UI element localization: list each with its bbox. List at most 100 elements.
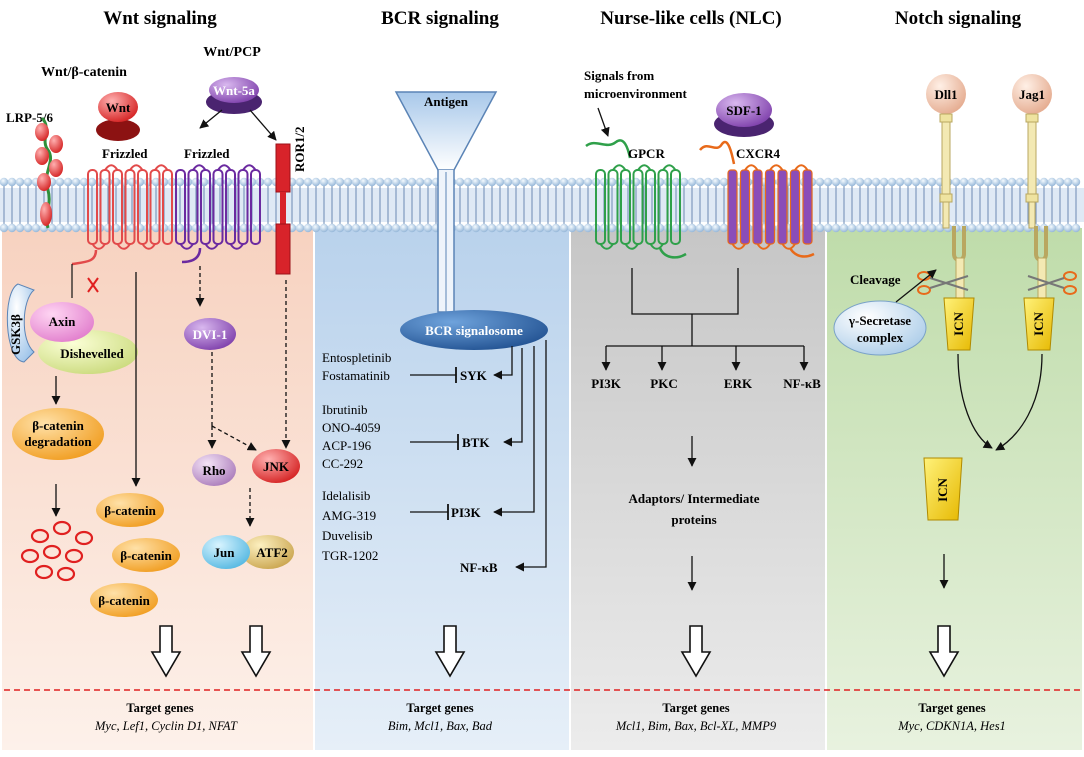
destruction-complex: [6, 283, 138, 374]
btk-drug-4: CC-292: [322, 456, 363, 471]
svg-text:complex: complex: [857, 330, 904, 345]
header-nlc: Nurse-like cells (NLC): [600, 8, 782, 29]
rho: Rho: [192, 454, 236, 486]
gpcr-receptor: [595, 164, 681, 250]
cxcr4-receptor: [727, 164, 813, 250]
gsk-label: GSK3β: [8, 314, 23, 355]
atf2: ATF2: [242, 535, 294, 569]
svg-text:JNK: JNK: [263, 459, 290, 474]
svg-text:ATF2: ATF2: [256, 545, 288, 560]
beta-catenin-1: β-catenin: [96, 493, 164, 527]
header-bcr: BCR signaling: [381, 8, 499, 29]
pi3k-drug-1: Idelalisib: [322, 488, 370, 503]
antigen-label: Antigen: [424, 94, 469, 109]
ror-receptor: [275, 143, 291, 275]
wnt5a-ligand: Wnt-5a: [206, 77, 262, 114]
nfkb-label-bcr: NF-κB: [460, 560, 498, 575]
erk-label: ERK: [724, 376, 753, 391]
syk-label: SYK: [460, 368, 488, 383]
dishevelled-label: Dishevelled: [60, 346, 124, 361]
syk-drug-2: Fostamatinib: [322, 368, 390, 383]
svg-text:Wnt: Wnt: [106, 100, 131, 115]
beta-catenin-degradation: β-catenin degradation: [12, 408, 104, 460]
inhibition-x-icon: [87, 277, 99, 293]
btk-drug-1: Ibrutinib: [322, 402, 368, 417]
adaptors-label-1: Adaptors/ Intermediate: [628, 491, 759, 506]
svg-text:Dll1: Dll1: [934, 87, 957, 102]
svg-text:DVI-1: DVI-1: [193, 327, 228, 342]
lrp-label: LRP-5/6: [6, 110, 53, 125]
pi3k-drug-3: Duvelisib: [322, 528, 373, 543]
icn-2: ICN: [1023, 297, 1055, 351]
icn-3: ICN: [923, 457, 963, 521]
wnt-pcp-title: Wnt/PCP: [203, 45, 261, 60]
gamma-secretase-complex: γ-Secretase complex: [833, 300, 927, 356]
btk-label: BTK: [462, 435, 490, 450]
jun: Jun: [202, 535, 250, 569]
pkc-label: PKC: [650, 376, 677, 391]
btk-drug-3: ACP-196: [322, 438, 372, 453]
wnt-target-list: Myc, Lef1, Cyclin D1, NFAT: [94, 719, 238, 733]
frizzled-label-1: Frizzled: [102, 146, 148, 161]
svg-text:β-catenin: β-catenin: [98, 593, 150, 608]
beta-catenin-3: β-catenin: [90, 583, 158, 617]
notch-target-title: Target genes: [918, 701, 985, 715]
header-notch: Notch signaling: [895, 8, 1022, 29]
bcr-target-list: Bim, Mcl1, Bax, Bad: [388, 719, 493, 733]
svg-text:degradation: degradation: [24, 434, 92, 449]
nlc-target-title: Target genes: [662, 701, 729, 715]
signals-label-1: Signals from: [584, 68, 654, 83]
svg-text:ICN: ICN: [951, 311, 966, 335]
svg-text:ICN: ICN: [1031, 311, 1046, 335]
sdf1-ligand: SDF-1: [714, 93, 774, 137]
svg-text:SDF-1: SDF-1: [726, 103, 761, 118]
svg-text:Jun: Jun: [214, 545, 236, 560]
svg-text:BCR signalosome: BCR signalosome: [425, 323, 523, 338]
syk-drug-1: Entospletinib: [322, 350, 391, 365]
svg-text:γ-Secretase: γ-Secretase: [848, 313, 911, 328]
signals-label-2: microenvironment: [584, 86, 687, 101]
btk-drug-2: ONO-4059: [322, 420, 381, 435]
pi3k-label-bcr: PI3K: [451, 505, 482, 520]
frizzled-receptor-2: [175, 164, 261, 250]
beta-catenin-2: β-catenin: [112, 538, 180, 572]
svg-text:Jag1: Jag1: [1019, 87, 1045, 102]
frizzled-label-2: Frizzled: [184, 146, 230, 161]
frizzled-receptor-1: [87, 164, 173, 250]
bcr-target-title: Target genes: [406, 701, 473, 715]
wnt-ligand: Wnt: [96, 92, 140, 141]
dvi-1: DVI-1: [184, 318, 236, 350]
adaptors-label-2: proteins: [671, 512, 716, 527]
pi3k-drug-4: TGR-1202: [322, 548, 378, 563]
scissors-icon-2: [1027, 271, 1077, 295]
dll1-ligand: Dll1: [926, 74, 966, 229]
degradation-fragments: [20, 520, 94, 582]
svg-text:β-catenin: β-catenin: [120, 548, 172, 563]
cleavage-label: Cleavage: [850, 272, 901, 287]
output-arrows: [150, 625, 960, 678]
wnt-beta-catenin-title: Wnt/β-catenin: [41, 65, 127, 80]
bcr-signalosome: BCR signalosome: [400, 310, 548, 350]
antigen-receptor: [394, 91, 498, 313]
gpcr-label: GPCR: [628, 146, 665, 161]
axin-label: Axin: [49, 314, 77, 329]
svg-text:β-catenin: β-catenin: [32, 418, 84, 433]
svg-text:β-catenin: β-catenin: [104, 503, 156, 518]
header-wnt: Wnt signaling: [103, 8, 217, 29]
svg-text:Wnt-5a: Wnt-5a: [213, 83, 255, 98]
cxcr4-label: CXCR4: [736, 146, 781, 161]
svg-text:ICN: ICN: [935, 477, 950, 501]
pi3k-drug-2: AMG-319: [322, 508, 376, 523]
svg-text:Rho: Rho: [202, 463, 225, 478]
notch-target-list: Myc, CDKN1A, Hes1: [897, 719, 1006, 733]
jnk: JNK: [252, 449, 300, 483]
nlc-target-list: Mcl1, Bim, Bax, Bcl-XL, MMP9: [615, 719, 777, 733]
pi3k-label-nlc: PI3K: [591, 376, 622, 391]
lrp-receptor: [35, 116, 63, 229]
wnt-target-title: Target genes: [126, 701, 193, 715]
icn-1: ICN: [943, 297, 975, 351]
nfkb-label-nlc: NF-κB: [783, 376, 821, 391]
jag1-ligand: Jag1: [1012, 74, 1052, 229]
